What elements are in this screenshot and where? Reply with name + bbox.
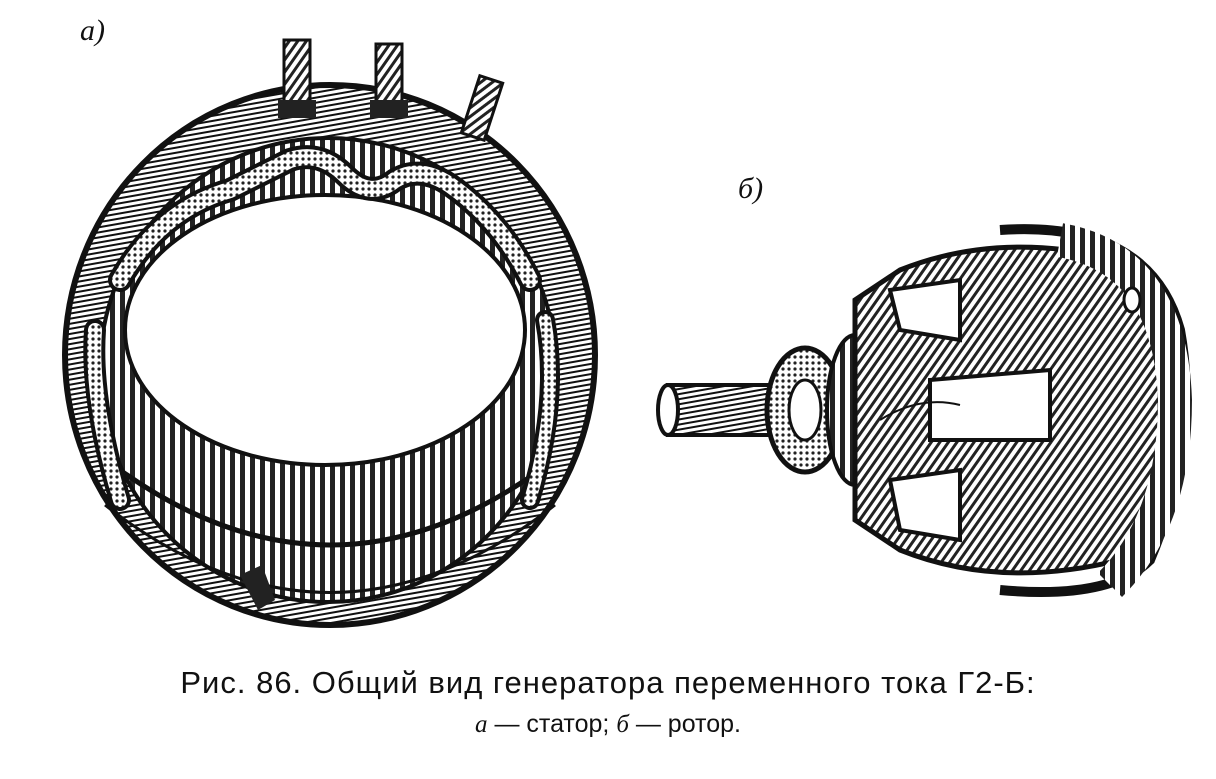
rotor-drawing [656, 223, 1193, 598]
label-stator: а) [80, 14, 105, 47]
caption-a-letter: а [475, 711, 488, 738]
stator-drawing [62, 38, 598, 628]
caption-b-text: — ротор. [635, 710, 741, 738]
stator-bore [123, 193, 527, 467]
caption-b-letter: б [616, 711, 629, 738]
caption-line-2: а — статор; б — ротор. [0, 710, 1216, 739]
caption-a-text: — статор; [494, 710, 610, 738]
caption-line-1: Рис. 86. Общий вид генератора переменног… [180, 665, 1036, 700]
stator-terminals [278, 38, 505, 143]
label-rotor: б) [738, 172, 764, 205]
